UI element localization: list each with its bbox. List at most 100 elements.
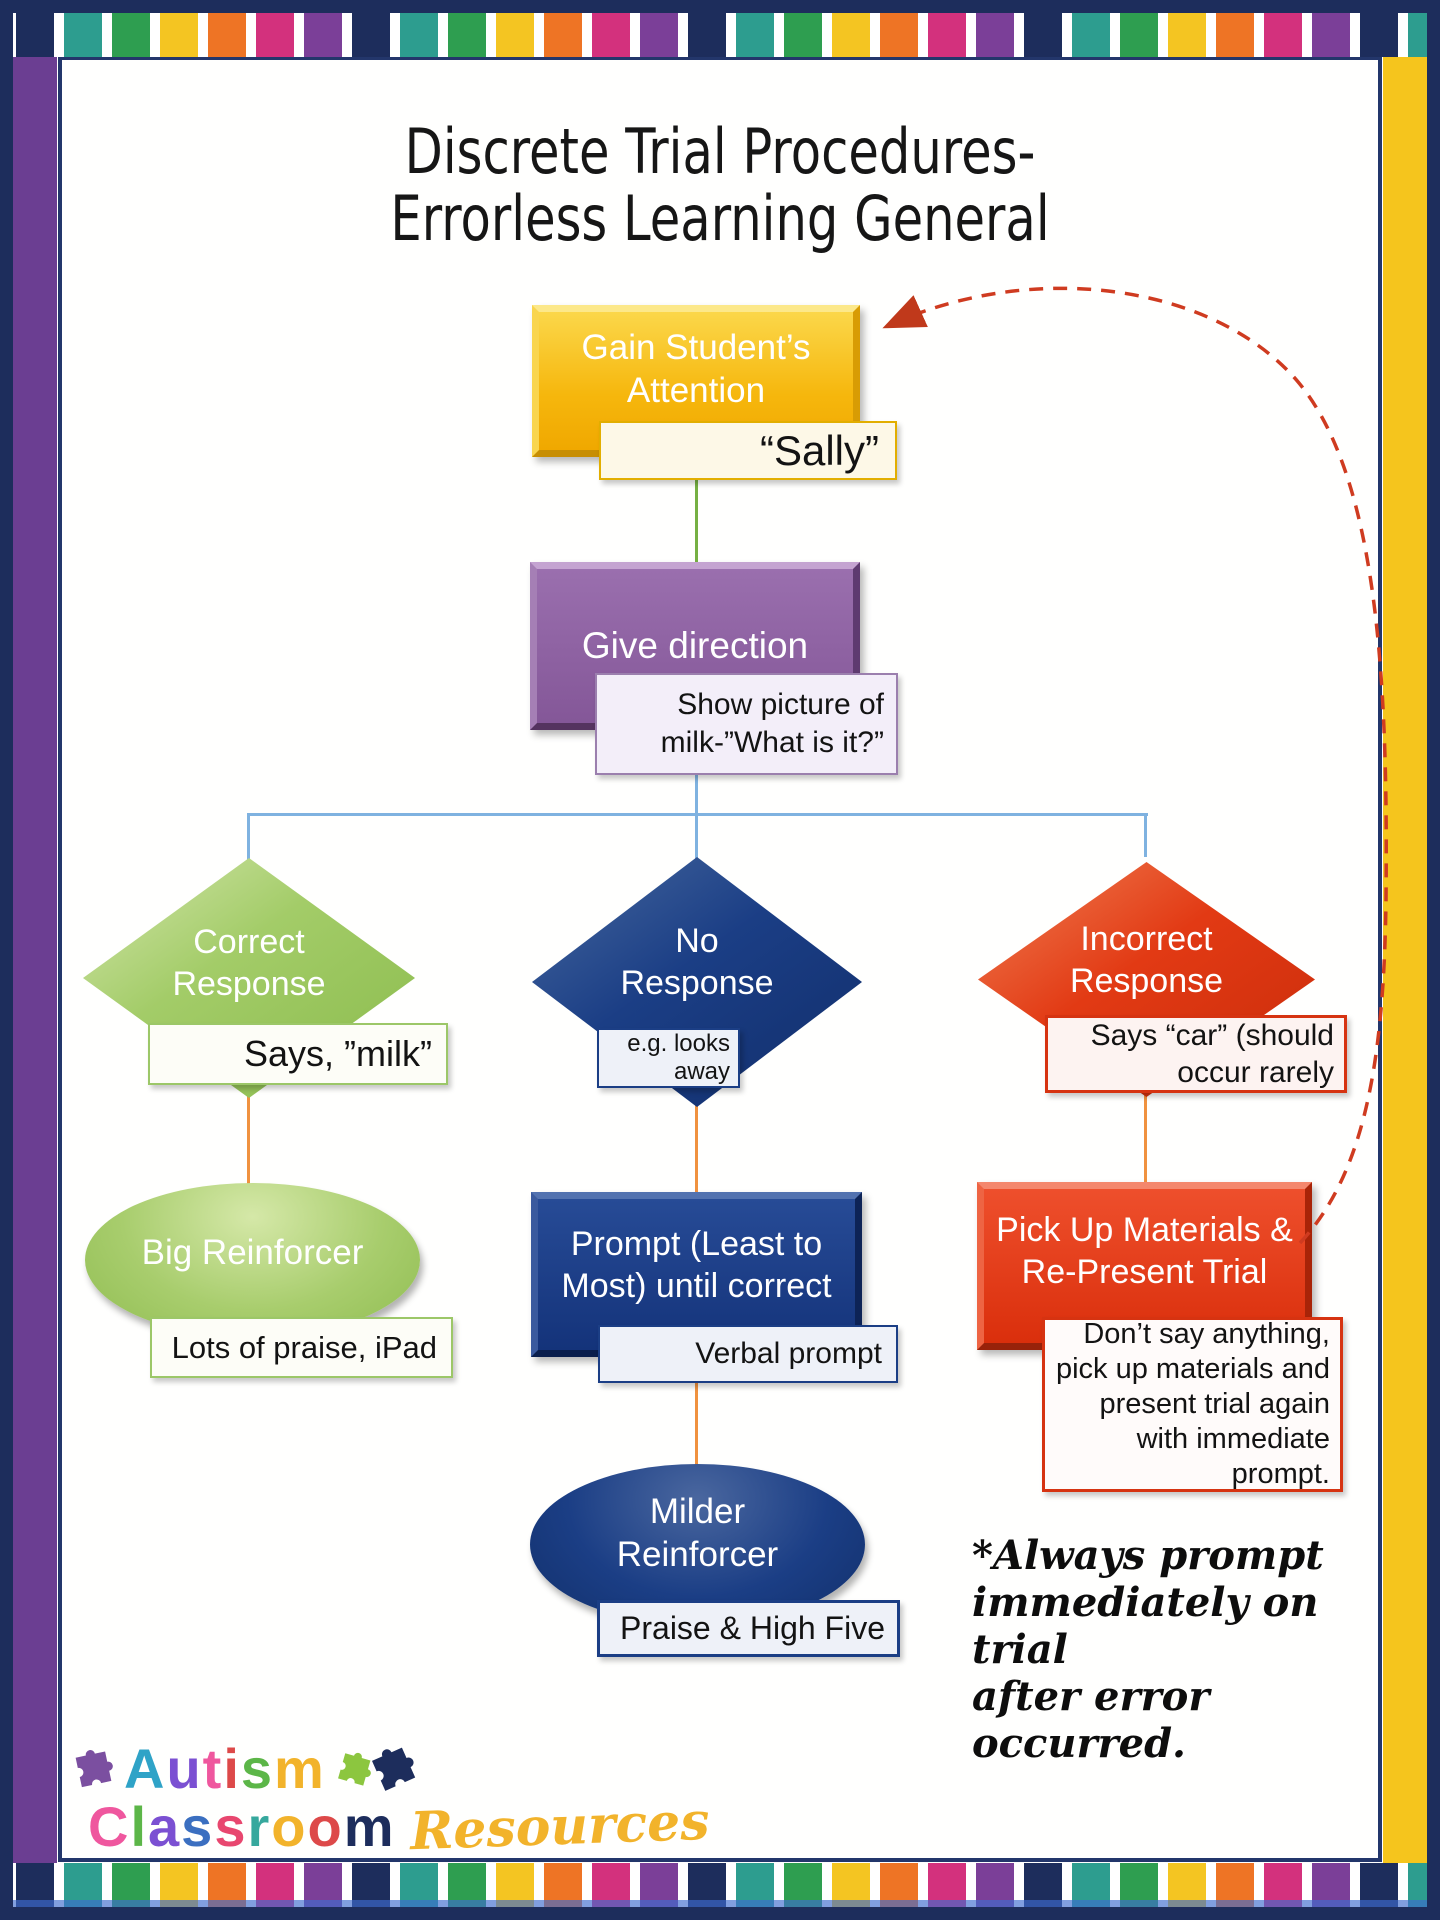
label-sally: “Sally” (599, 421, 897, 480)
connector-incorrect-to-represent (1144, 1091, 1147, 1183)
logo-letter: t (202, 1737, 224, 1800)
logo-letter: o (307, 1794, 344, 1858)
stripe (1360, 13, 1398, 57)
puzzle-piece-icon (371, 1747, 416, 1791)
puzzle-piece-icon (75, 1749, 113, 1788)
logo-word-autism: Autism (124, 1740, 326, 1798)
title-line1: Discrete Trial Procedures- (404, 114, 1036, 188)
stripe (1024, 13, 1062, 57)
label-show-picture: Show picture of milk-”What is it?” (595, 673, 898, 775)
logo-row-2: Classroom Resources (88, 1791, 710, 1862)
label-says-car: Says “car” (should occur rarely (1045, 1015, 1347, 1093)
logo-letter: s (240, 1737, 275, 1800)
connector-prompt-to-milder (695, 1350, 698, 1467)
logo-letter: m (343, 1794, 396, 1858)
title-line2: Errorless Learning General (390, 181, 1050, 255)
stripe (1072, 1863, 1110, 1907)
stripe (1264, 13, 1302, 57)
label-verbal-prompt: Verbal prompt (598, 1325, 898, 1383)
stripe (1120, 1863, 1158, 1907)
logo-letter: r (247, 1794, 272, 1858)
stripe (976, 1863, 1014, 1907)
stripe (1216, 1863, 1254, 1907)
top-stripe-band (13, 13, 1427, 57)
stripe (784, 1863, 822, 1907)
stripe (208, 1863, 246, 1907)
stripe (688, 13, 726, 57)
stripe (640, 13, 678, 57)
stripe (256, 13, 294, 57)
stripe (736, 13, 774, 57)
logo-word-resources: Resources (408, 1790, 710, 1863)
connector-gain-to-direction (695, 478, 698, 564)
label-looks-away: e.g. looks away (597, 1028, 740, 1088)
logo-word-classroom: Classroom (88, 1794, 396, 1858)
stripe (64, 13, 102, 57)
connector-branch-right (1144, 813, 1147, 857)
stripe (1168, 13, 1206, 57)
stripe (160, 1863, 198, 1907)
stripe (112, 13, 150, 57)
stripe (880, 1863, 918, 1907)
note-always-prompt: *Always prompt immediately on trial afte… (972, 1532, 1324, 1767)
stripe (592, 1863, 630, 1907)
logo-autism-classroom-resources: Autism Classroom Resources (70, 1740, 710, 1862)
right-yellow-band (1383, 57, 1427, 1863)
stripe (928, 1863, 966, 1907)
stripe (16, 13, 54, 57)
connector-correct-to-reinforcer (247, 1085, 250, 1186)
logo-row-1: Autism (70, 1740, 709, 1798)
stripe (448, 13, 486, 57)
label-dont-say-anything: Don’t say anything, pick up materials an… (1042, 1317, 1343, 1492)
stripe (16, 1863, 54, 1907)
stripe (1168, 1863, 1206, 1907)
stripe (496, 1863, 534, 1907)
stripe (1408, 13, 1427, 57)
stripe (1360, 1863, 1398, 1907)
stripe (1072, 13, 1110, 57)
logo-letter: C (88, 1794, 131, 1858)
stripe (160, 13, 198, 57)
page-title: Discrete Trial Procedures-Errorless Lear… (144, 118, 1296, 252)
stripe (1120, 13, 1158, 57)
stripe (544, 13, 582, 57)
stripe (784, 13, 822, 57)
stripe (928, 13, 966, 57)
logo-letter: i (223, 1737, 241, 1800)
stripe (880, 13, 918, 57)
logo-letter: a (148, 1794, 182, 1858)
node-big-reinforcer: Big Reinforcer (85, 1183, 420, 1337)
stripe (64, 1863, 102, 1907)
stripe (592, 13, 630, 57)
label-praise-high-five: Praise & High Five (597, 1600, 900, 1657)
stripe (352, 13, 390, 57)
stripe (832, 13, 870, 57)
stripe (352, 1863, 390, 1907)
stripe (1408, 1863, 1427, 1907)
stripe (496, 13, 534, 57)
logo-letter: s (214, 1794, 248, 1858)
stripe (688, 1863, 726, 1907)
stripe (1312, 1863, 1350, 1907)
stripe (1024, 1863, 1062, 1907)
stripe (736, 1863, 774, 1907)
stripe (1312, 13, 1350, 57)
stripe (208, 13, 246, 57)
logo-letter: u (166, 1737, 203, 1800)
connector-direction-down (695, 775, 698, 815)
stripe (400, 13, 438, 57)
stripe (544, 1863, 582, 1907)
logo-letter: o (271, 1794, 308, 1858)
left-purple-band (13, 57, 57, 1863)
logo-letter: A (124, 1737, 167, 1800)
puzzle-piece-icon (337, 1752, 371, 1786)
stripe (1216, 13, 1254, 57)
stripe (304, 13, 342, 57)
bottom-stripe-band (13, 1863, 1427, 1907)
stripe (1264, 1863, 1302, 1907)
label-says-milk: Says, ”milk” (148, 1023, 448, 1085)
stripe (112, 1863, 150, 1907)
stripe (256, 1863, 294, 1907)
logo-letter: s (181, 1794, 215, 1858)
